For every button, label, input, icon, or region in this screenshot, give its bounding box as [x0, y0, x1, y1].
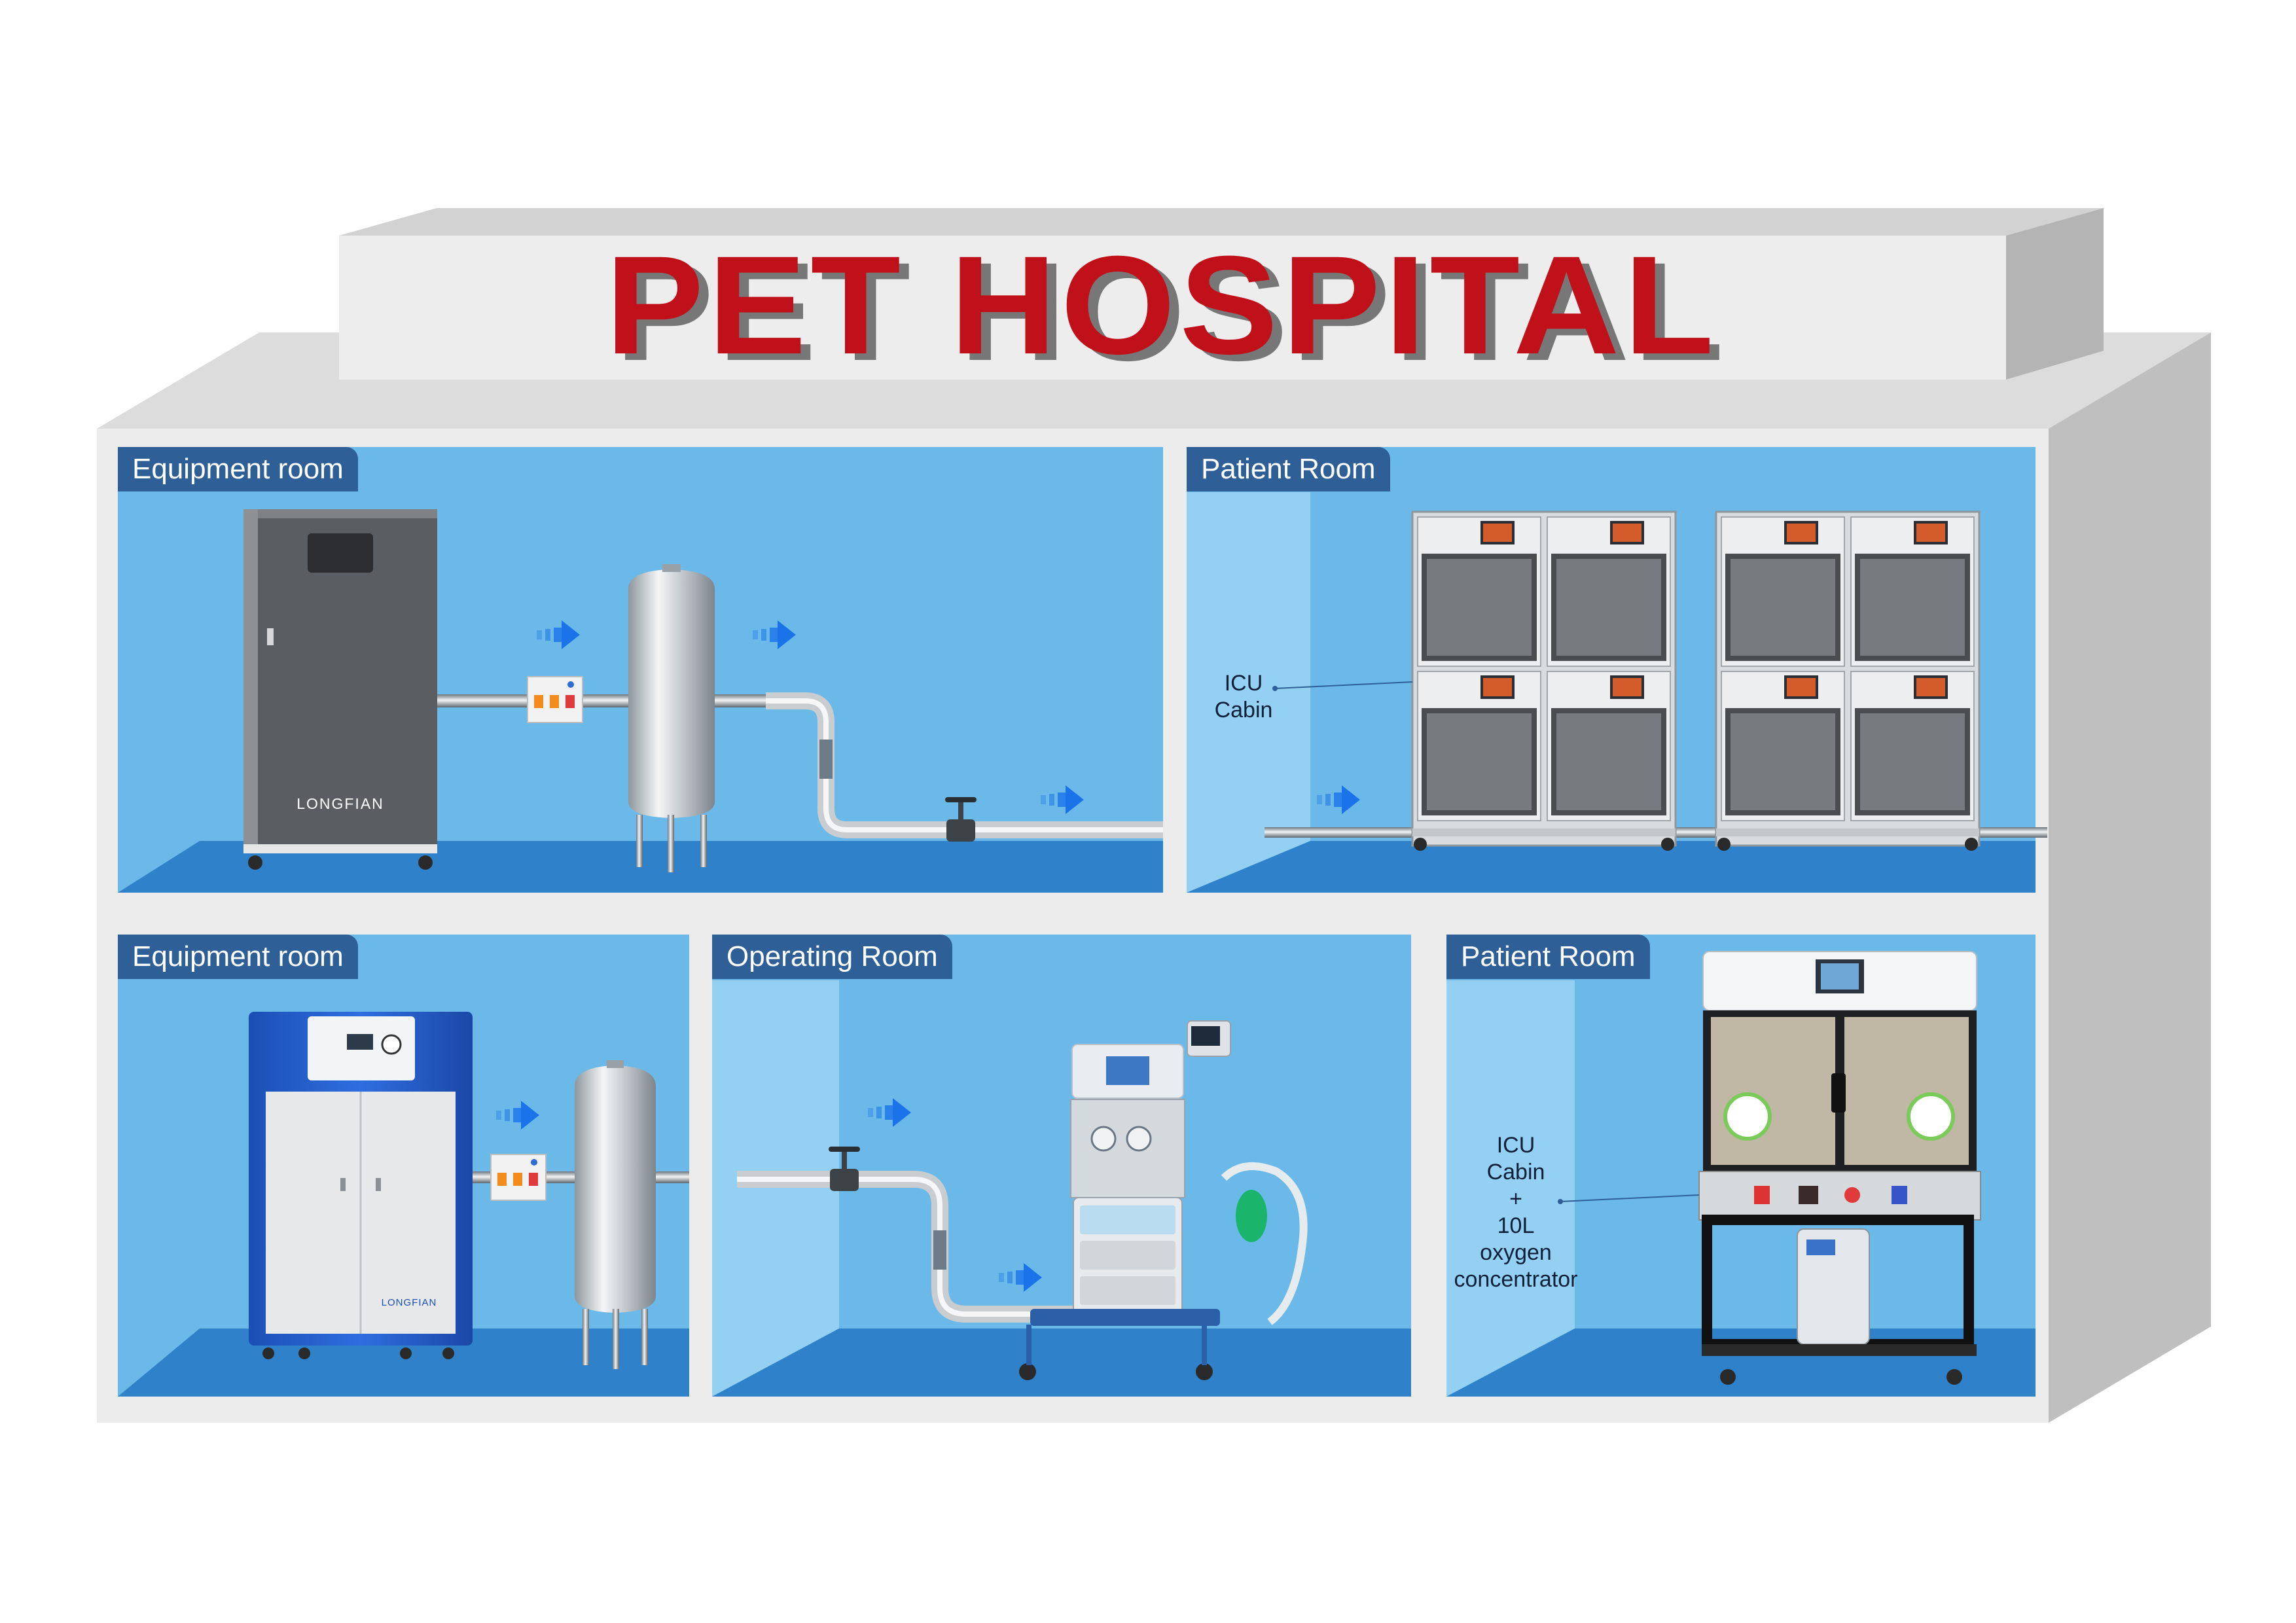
- caster: [418, 855, 433, 870]
- building-side: [2049, 332, 2211, 1423]
- sign-top: [339, 208, 2104, 236]
- room-patient-bottom: [1446, 935, 2036, 1397]
- room-label-equipment-top: Equipment room: [118, 447, 358, 491]
- brand-logo: LONGFIAN: [382, 1297, 437, 1308]
- circuit-breaker-icon: [527, 676, 583, 723]
- oxygen-generator: LONGFIAN: [243, 509, 437, 870]
- room-label-patient-bottom: Patient Room: [1446, 935, 1650, 979]
- gauge-icon: [381, 1034, 402, 1055]
- icu-cabin-with-concentrator: [1698, 951, 1981, 1385]
- glove-port: [1907, 1092, 1955, 1141]
- side-wall: [712, 980, 839, 1397]
- callout-icu-cabin: ICU Cabin: [1214, 671, 1273, 722]
- room-label-patient-top: Patient Room: [1187, 447, 1390, 491]
- room-label-equipment-bottom: Equipment room: [118, 935, 358, 979]
- floor: [1187, 841, 2036, 893]
- pipe-joint: [819, 740, 833, 779]
- brand-logo: LONGFIAN: [296, 795, 384, 812]
- circuit-breaker-icon: [490, 1154, 547, 1201]
- callout-line: [1560, 1194, 1700, 1202]
- floor: [712, 1329, 1411, 1397]
- icu-cabin-unit: [1547, 671, 1671, 821]
- breathing-bag: [1236, 1190, 1267, 1242]
- room-patient-top: [1187, 447, 2047, 893]
- icu-cabin-unit: [1547, 516, 1671, 667]
- building-sign-shadow: PET HOSPITAL: [615, 234, 1728, 390]
- buffer-tank: [575, 1060, 656, 1369]
- icu-cabin-unit: [1417, 671, 1541, 821]
- anesthesia-machine: [1019, 1020, 1308, 1380]
- control-panel: [1698, 1171, 1981, 1221]
- room-label-operating: Operating Room: [712, 935, 952, 979]
- oxygen-generator-blue: LONGFIAN: [249, 1012, 473, 1359]
- room-operating: [712, 935, 1411, 1397]
- screen: [1106, 1056, 1149, 1085]
- caster: [248, 855, 262, 870]
- buffer-tank: [628, 564, 715, 872]
- icu-cabin-unit: [1850, 516, 1975, 667]
- building-sign: PET HOSPITAL: [605, 227, 1718, 383]
- callout-icu-cabin-concentrator: ICU Cabin + 10L oxygen concentrator: [1454, 1133, 1578, 1292]
- sign-side: [2006, 208, 2104, 380]
- room-equipment-bottom: LONGFIAN: [118, 935, 689, 1397]
- glove-port: [1723, 1092, 1772, 1141]
- icu-cabin-unit: [1850, 671, 1975, 821]
- cabin-compartment: [1711, 1017, 1835, 1165]
- icu-cabin-bank-1: [1411, 510, 1677, 851]
- side-wall: [1187, 492, 1310, 893]
- room-equipment-top: LONGFIAN: [118, 447, 1163, 893]
- icu-cabin-unit: [1721, 516, 1845, 667]
- door-handle: [267, 628, 274, 645]
- valve-icon: [945, 797, 977, 842]
- valve-icon: [829, 1147, 860, 1191]
- icu-cabin-unit: [1721, 671, 1845, 821]
- cabin-compartment: [1844, 1017, 1969, 1165]
- sign-front: [339, 236, 2006, 380]
- side-wall: [1446, 980, 1575, 1397]
- icu-cabin-bank-2: [1715, 510, 1981, 851]
- callout-line: [1274, 681, 1413, 689]
- icu-cabin-unit: [1417, 516, 1541, 667]
- generator-window: [308, 533, 373, 573]
